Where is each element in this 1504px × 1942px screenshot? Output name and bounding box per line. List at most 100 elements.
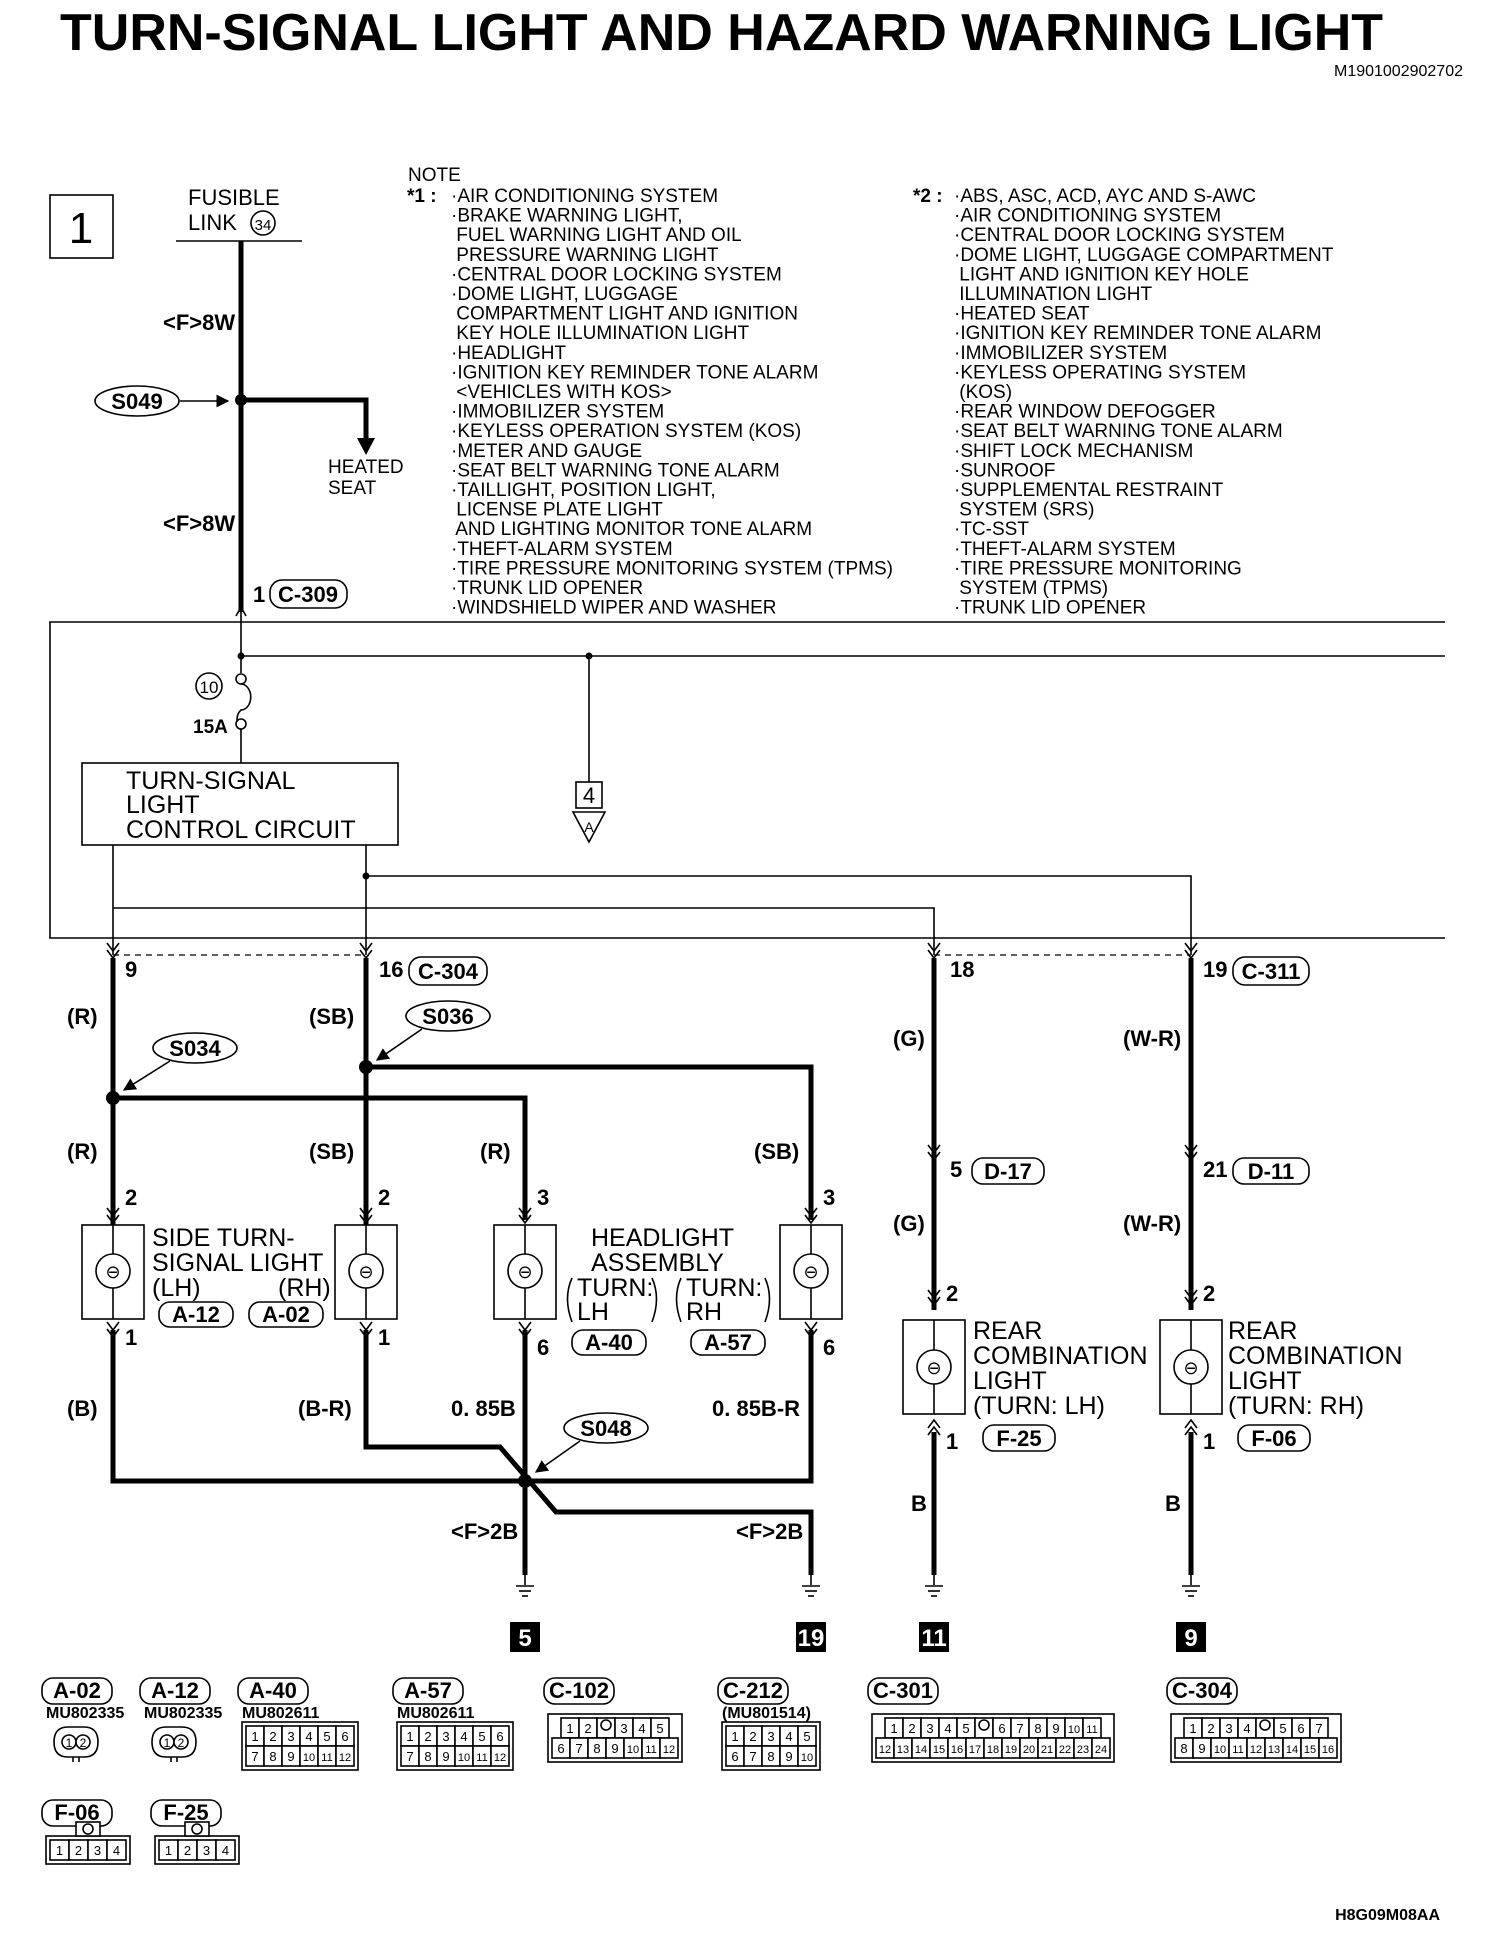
lamp-bulb-icon: ⊖: [105, 1262, 120, 1282]
svg-text:CONTROL CIRCUIT: CONTROL CIRCUIT: [126, 816, 356, 844]
connector-d11: 21 D-11: [1184, 1144, 1310, 1185]
svg-text:4: 4: [583, 783, 595, 808]
connector-legend-pin: 6: [341, 1729, 348, 1744]
splice-label-s036: S036: [375, 1000, 491, 1061]
svg-text:16: 16: [379, 957, 403, 982]
connector-legend-pin: 10: [1214, 1744, 1226, 1756]
ground-number: 11: [921, 1625, 946, 1652]
connector-legend-pin: 8: [1180, 1741, 1187, 1756]
note-item: ·TRUNK LID OPENER: [451, 578, 643, 599]
ground-symbol: 5: [510, 1575, 540, 1652]
svg-text:10: 10: [200, 678, 219, 697]
connector-legend-pin: 23: [1077, 1744, 1089, 1756]
svg-text:TURN:: TURN:: [577, 1274, 653, 1302]
connector-c304-tag: C-304: [408, 956, 488, 986]
connector-legend-pin: 4: [305, 1729, 312, 1744]
svg-text:(G): (G): [893, 1026, 925, 1051]
svg-text:S048: S048: [580, 1416, 631, 1441]
connector-legend-pin: 12: [494, 1752, 506, 1764]
note-item: ·TRUNK LID OPENER: [954, 598, 1146, 619]
heated-seat-branch: [241, 397, 369, 448]
splice-label-s048: S048: [534, 1412, 649, 1473]
note1-mark: *1 :: [407, 186, 437, 207]
fuse-10: 10 15A: [193, 672, 252, 738]
connector-c311-tag: C-311: [1232, 956, 1310, 986]
note-item: ·IMMOBILIZER SYSTEM: [954, 343, 1167, 364]
svg-text:TURN-SIGNAL: TURN-SIGNAL: [126, 767, 296, 795]
connector-legend-pin: 2: [269, 1729, 276, 1744]
svg-text:LIGHT: LIGHT: [126, 791, 200, 819]
svg-text:(G): (G): [893, 1211, 925, 1236]
connector-legend-pin: 7: [749, 1749, 756, 1764]
note-item: ·CENTRAL DOOR LOCKING SYSTEM: [954, 225, 1285, 246]
connector-legend-pin: 12: [663, 1744, 675, 1756]
svg-text:19: 19: [1203, 957, 1227, 982]
connector-legend-pin: 11: [1086, 1724, 1097, 1736]
svg-text:HEADLIGHT: HEADLIGHT: [591, 1224, 734, 1252]
note-item: AND LIGHTING MONITOR TONE ALARM: [451, 519, 812, 540]
svg-text:B: B: [911, 1491, 927, 1516]
note-item: ·THEFT-ALARM SYSTEM: [954, 539, 1176, 560]
svg-text:S034: S034: [169, 1036, 221, 1061]
side-turn-signal-label: SIDE TURN- SIGNAL LIGHT (LH) (RH) A-12 A…: [152, 1224, 331, 1328]
connector-legend-name: F-25: [163, 1800, 208, 1825]
connector-legend-pin: 11: [1232, 1744, 1243, 1756]
note-item: ·TC-SST: [954, 519, 1029, 540]
note-item: ·REAR WINDOW DEFOGGER: [954, 402, 1216, 423]
connector-legend-pin: 7: [1315, 1721, 1322, 1736]
svg-text:15A: 15A: [193, 717, 228, 738]
connector-legend-pin: 4: [944, 1721, 951, 1736]
note-item: LIGHT AND IGNITION KEY HOLE: [954, 264, 1249, 285]
note-item: ·DOME LIGHT, LUGGAGE COMPARTMENT: [954, 245, 1334, 266]
note-item: ·THEFT-ALARM SYSTEM: [451, 539, 673, 560]
headlight-turn-lamp-lh: 3 ⊖ 6: [493, 1185, 557, 1360]
svg-text:A-02: A-02: [262, 1302, 310, 1327]
note-item: ·SUNROOF: [954, 460, 1055, 481]
svg-text:REAR: REAR: [1228, 1317, 1297, 1345]
note-item: ·IMMOBILIZER SYSTEM: [451, 402, 664, 423]
connector-legend-pin: 4: [460, 1729, 467, 1744]
branch-reference-4a: 4 A: [571, 656, 607, 844]
svg-text:SEAT: SEAT: [328, 478, 377, 499]
connector-legend-pin: 6: [557, 1741, 564, 1756]
ground-number: 9: [1184, 1625, 1197, 1652]
note-item: ·AIR CONDITIONING SYSTEM: [451, 186, 718, 207]
connector-legend-part: MU802335: [46, 1705, 124, 1722]
headlight-turn-lamp-rh: 3 ⊖ 6: [779, 1185, 843, 1360]
connector-legend-pin: 5: [323, 1729, 330, 1744]
svg-text:(TURN: LH): (TURN: LH): [973, 1392, 1105, 1420]
connector-legend-pin: 10: [1068, 1724, 1080, 1736]
rear-combination-lamp-rh: 2 ⊖ 1 REAR COMBINATION LIGHT (TURN: RH) …: [1159, 1281, 1403, 1454]
connector-legend-pin: 5: [478, 1729, 485, 1744]
connector-legend-pin: 13: [1268, 1744, 1280, 1756]
svg-text:COMBINATION: COMBINATION: [1228, 1342, 1403, 1370]
connector-legend-pin: 6: [731, 1749, 738, 1764]
svg-text:ASSEMBLY: ASSEMBLY: [591, 1249, 724, 1277]
notes-block: NOTE *1 : ·AIR CONDITIONING SYSTEM·BRAKE…: [407, 165, 1334, 619]
connector-legend-pin: 10: [303, 1752, 315, 1764]
turn-signal-control-circuit: TURN-SIGNAL LIGHT CONTROL CIRCUIT: [81, 762, 399, 846]
lamp-bulb-icon: ⊖: [1183, 1358, 1198, 1378]
note2-list: ·ABS, ASC, ACD, AYC AND S-AWC·AIR CONDIT…: [954, 186, 1334, 619]
splice-label-s034: S034: [122, 1032, 238, 1091]
svg-text:C-309: C-309: [278, 582, 338, 607]
svg-text:B: B: [1165, 1491, 1181, 1516]
svg-text:<F>2B: <F>2B: [736, 1519, 803, 1544]
note-item: ·TAILLIGHT, POSITION LIGHT,: [451, 480, 716, 501]
connector-legend-pin: 4: [1243, 1721, 1250, 1736]
figure-code: H8G09M08AA: [1335, 1907, 1440, 1924]
svg-text:(SB): (SB): [754, 1139, 799, 1164]
svg-text:18: 18: [950, 957, 974, 982]
connector-legend-pin: 1: [165, 1843, 172, 1858]
svg-text:A-57: A-57: [704, 1330, 752, 1355]
svg-text:1: 1: [378, 1325, 390, 1350]
svg-text:(TURN: RH): (TURN: RH): [1228, 1392, 1364, 1420]
connector-legend-pin: 14: [915, 1744, 927, 1756]
note-item: ·WINDSHIELD WIPER AND WASHER: [451, 598, 777, 619]
